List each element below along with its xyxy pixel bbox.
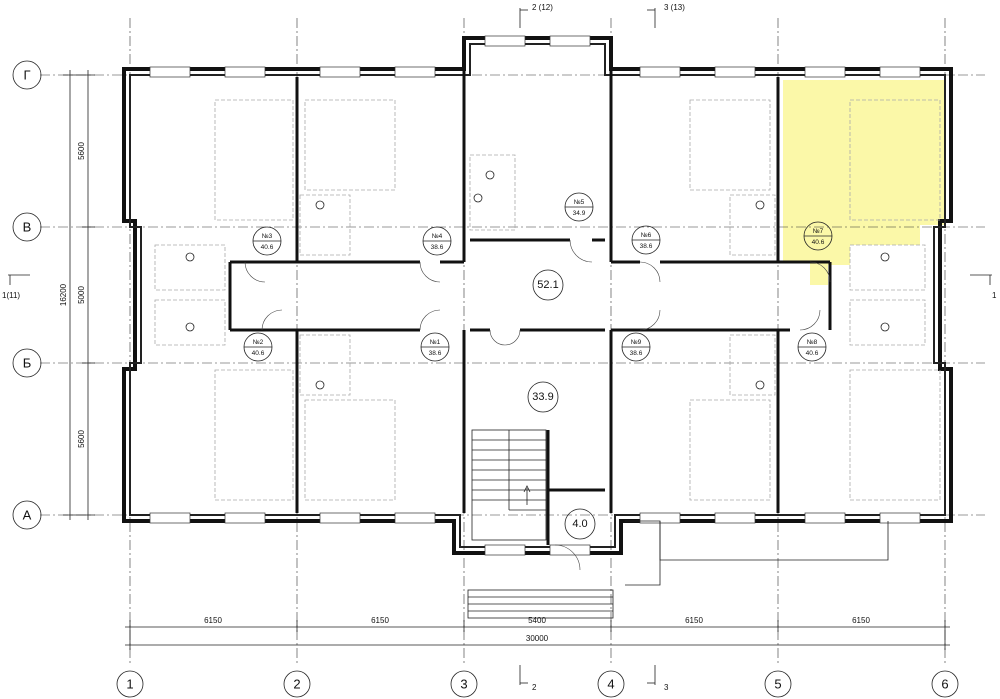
room-tag-8[interactable]: №8 40.6 bbox=[797, 332, 827, 362]
vestibule-tag[interactable]: 4.0 bbox=[564, 508, 596, 540]
furniture bbox=[154, 99, 941, 501]
room-tag-5[interactable]: №5 34.9 bbox=[564, 192, 594, 222]
stairwell-area: 33.9 bbox=[532, 391, 553, 403]
dim-span-2: 6150 bbox=[371, 616, 389, 625]
dim-span-3: 5400 bbox=[528, 616, 546, 625]
room-area: 40.6 bbox=[252, 350, 265, 357]
dim-vert-overall: 16200 bbox=[59, 283, 68, 306]
highlighted-apartment[interactable] bbox=[783, 80, 945, 285]
room-area: 38.6 bbox=[640, 243, 653, 250]
section-label-top-left: 2 (12) bbox=[532, 3, 553, 12]
stairwell-tag[interactable]: 33.9 bbox=[527, 381, 559, 413]
room-area: 38.6 bbox=[429, 350, 442, 357]
room-area: 40.6 bbox=[806, 350, 819, 357]
axis-label-col-1: 1 bbox=[126, 677, 133, 692]
doors bbox=[244, 239, 831, 571]
dim-vert-2: 5000 bbox=[77, 286, 86, 304]
labels: Г В Б А 1 2 3 4 5 6 6150 6150 5400 6150 … bbox=[2, 3, 997, 692]
dimension-lines bbox=[63, 70, 950, 650]
corridor-tag[interactable]: 52.1 bbox=[532, 269, 564, 301]
corridor-area: 52.1 bbox=[537, 279, 558, 291]
room-number: №1 bbox=[430, 339, 441, 346]
section-label-bottom-right: 3 bbox=[664, 683, 669, 692]
axis-label-col-4: 4 bbox=[607, 677, 614, 692]
dim-span-4: 6150 bbox=[685, 616, 703, 625]
room-tag-4[interactable]: №4 38.6 bbox=[422, 226, 452, 256]
section-label-right: 1 bbox=[992, 291, 997, 300]
vestibule-area: 4.0 bbox=[572, 518, 587, 530]
room-tags: №1 38.6 №2 40.6 №3 40.6 №4 38.6 №5 34.9 bbox=[243, 192, 833, 540]
section-label-left: 1(11) bbox=[2, 291, 20, 300]
axis-label-row-g: Г bbox=[23, 68, 30, 83]
interior-walls bbox=[228, 46, 832, 545]
room-area: 38.6 bbox=[630, 350, 643, 357]
staircase bbox=[467, 429, 889, 619]
axis-label-col-6: 6 bbox=[941, 677, 948, 692]
room-tag-6[interactable]: №6 38.6 bbox=[631, 225, 661, 255]
axis-label-col-5: 5 bbox=[774, 677, 781, 692]
room-tag-3[interactable]: №3 40.6 bbox=[252, 226, 282, 256]
section-label-top-right: 3 (13) bbox=[664, 3, 685, 12]
dim-vert-1: 5600 bbox=[77, 142, 86, 160]
room-tag-1[interactable]: №1 38.6 bbox=[420, 332, 450, 362]
room-area: 38.6 bbox=[431, 244, 444, 251]
axis-label-row-a: А bbox=[23, 508, 32, 523]
room-number: №2 bbox=[253, 339, 264, 346]
dim-span-1: 6150 bbox=[204, 616, 222, 625]
room-area: 40.6 bbox=[261, 244, 274, 251]
axis-label-row-b: Б bbox=[23, 356, 32, 371]
section-markers bbox=[8, 8, 992, 685]
room-number: №8 bbox=[807, 339, 818, 346]
room-area: 34.9 bbox=[573, 210, 586, 217]
room-number: №9 bbox=[631, 339, 642, 346]
axis-label-col-2: 2 bbox=[293, 677, 300, 692]
room-area: 40.6 bbox=[812, 239, 825, 246]
axis-label-col-3: 3 bbox=[460, 677, 467, 692]
room-number: №5 bbox=[574, 199, 585, 206]
room-tag-9[interactable]: №9 38.6 bbox=[621, 332, 651, 362]
windows bbox=[149, 35, 921, 556]
room-tag-7[interactable]: №7 40.6 bbox=[803, 221, 833, 251]
dim-span-5: 6150 bbox=[852, 616, 870, 625]
room-number: №4 bbox=[432, 233, 443, 240]
room-number: №7 bbox=[813, 228, 824, 235]
dim-overall: 30000 bbox=[526, 634, 549, 643]
dim-vert-3: 5600 bbox=[77, 430, 86, 448]
room-tag-2[interactable]: №2 40.6 bbox=[243, 332, 273, 362]
axis-bubbles bbox=[12, 60, 959, 698]
section-label-bottom-left: 2 bbox=[532, 683, 537, 692]
room-number: №6 bbox=[641, 232, 652, 239]
axis-label-row-v: В bbox=[23, 220, 32, 235]
room-number: №3 bbox=[262, 233, 273, 240]
